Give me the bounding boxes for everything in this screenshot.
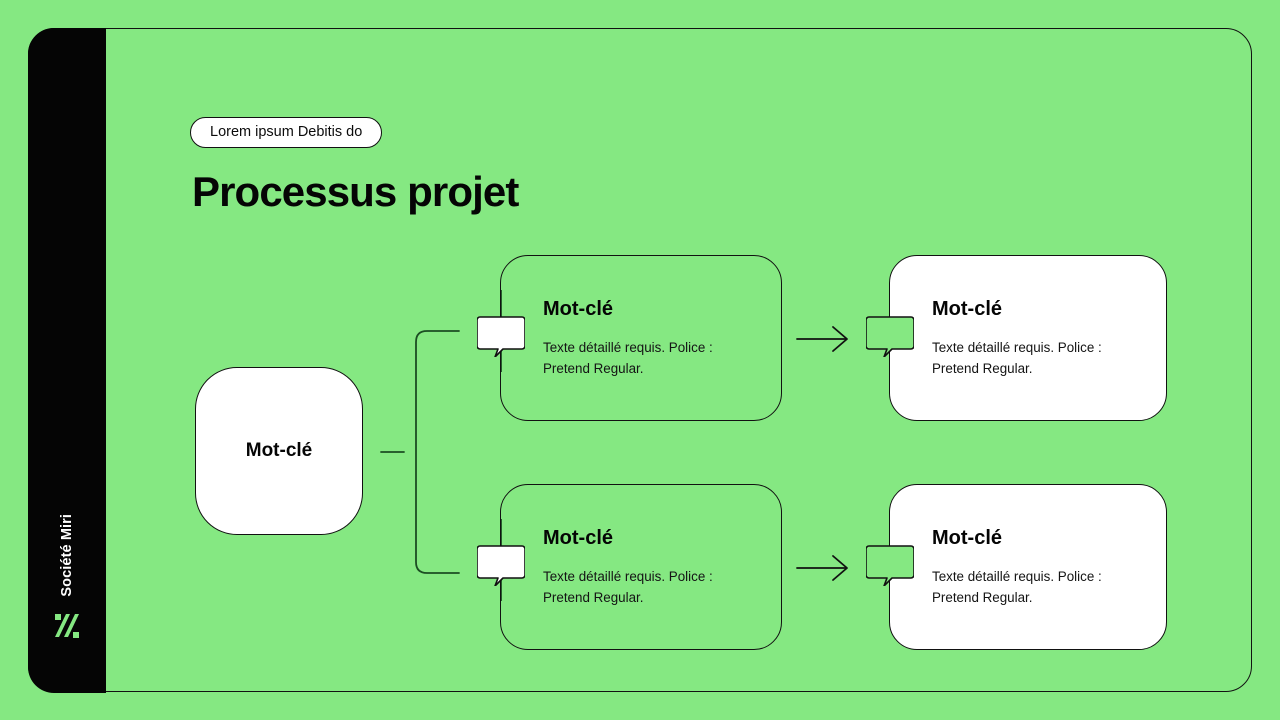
step-card-title: Mot-clé — [932, 527, 1002, 549]
speech-bubble-icon — [476, 542, 526, 587]
step-card-bottom-1[interactable]: Mot-clé Texte détaillé requis. Police : … — [500, 484, 782, 650]
step-card-body: Texte détaillé requis. Police : Pretend … — [932, 340, 1102, 376]
step-card-title: Mot-clé — [932, 298, 1002, 320]
speech-bubble-icon — [865, 542, 915, 587]
step-card-body: Texte détaillé requis. Police : Pretend … — [543, 340, 713, 376]
speech-bubble-icon — [476, 313, 526, 358]
step-card-body: Texte détaillé requis. Police : Pretend … — [543, 569, 713, 605]
eyebrow-label: Lorem ipsum Debitis do — [210, 124, 363, 141]
step-card-top-2[interactable]: Mot-clé Texte détaillé requis. Police : … — [889, 255, 1167, 421]
step-card-top-1[interactable]: Mot-clé Texte détaillé requis. Police : … — [500, 255, 782, 421]
step-card-title: Mot-clé — [543, 527, 613, 549]
brand-sidebar: Société Miri — [28, 28, 106, 693]
eyebrow-badge: Lorem ipsum Debitis do — [190, 117, 383, 148]
root-node-label: Mot-clé — [245, 440, 313, 461]
brand-name: Société Miri — [59, 514, 75, 597]
step-card-bottom-2[interactable]: Mot-clé Texte détaillé requis. Police : … — [889, 484, 1167, 650]
root-node[interactable]: Mot-clé — [195, 367, 363, 535]
page-title: Processus projet — [192, 168, 519, 215]
speech-bubble-icon — [865, 313, 915, 358]
step-card-title: Mot-clé — [543, 298, 613, 320]
step-card-body: Texte détaillé requis. Police : Pretend … — [932, 569, 1102, 605]
miri-logo-icon — [52, 611, 82, 641]
